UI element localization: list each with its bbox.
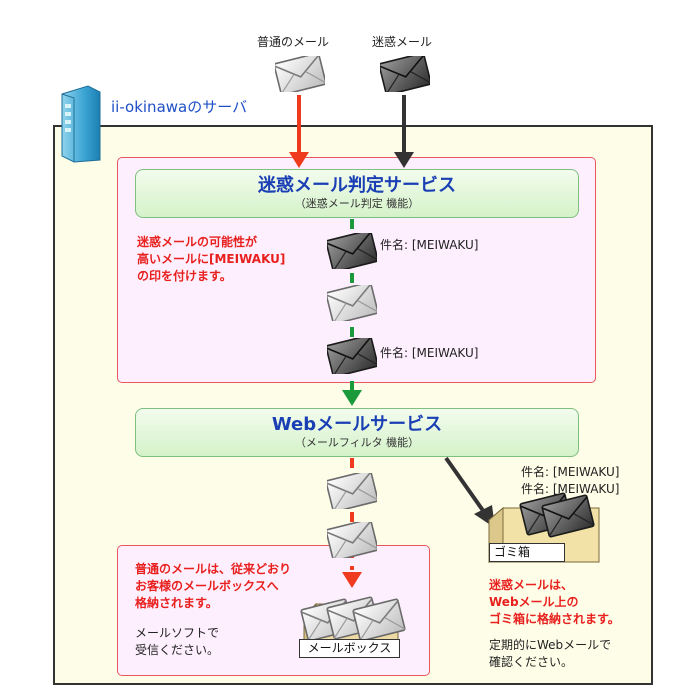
- mail-client-note: メールソフトで 受信ください。: [135, 625, 219, 659]
- plain-note-line: 確認ください。: [489, 655, 574, 669]
- trash-subject-tag: 件名: [MEIWAKU]: [521, 482, 620, 496]
- trash-note-line: 迷惑メールは、: [489, 578, 574, 592]
- server-title: ii-okinawaのサーバ: [111, 98, 248, 116]
- spam-mail-envelope-icon: [327, 233, 377, 269]
- spam-note-line: 高いメールに[MEIWAKU]: [137, 252, 286, 266]
- mailbox-label: メールボックス: [299, 639, 400, 658]
- trash-note-line: ゴミ箱に格納されます。: [489, 612, 620, 626]
- trash-note: 迷惑メールは、 Webメール上の ゴミ箱に格納されます。: [489, 577, 620, 628]
- spam-note-line: 迷惑メールの可能性が: [137, 235, 258, 249]
- spam-service-bar: 迷惑メール判定サービス （迷惑メール判定 機能）: [135, 169, 579, 218]
- subject-tag: 件名: [MEIWAKU]: [380, 238, 479, 252]
- trash-label: ゴミ箱: [489, 543, 565, 562]
- subject-tag: 件名: [MEIWAKU]: [380, 346, 479, 360]
- spam-mail-envelope-icon: [327, 338, 377, 374]
- web-service-subtitle: （メールフィルタ 機能）: [294, 436, 420, 449]
- webmail-check-note: 定期的にWebメールで 確認ください。: [489, 637, 611, 671]
- normal-note-line: 普通のメールは、従来どおり: [135, 562, 292, 576]
- trash-note-line: Webメール上の: [489, 595, 579, 609]
- normal-mail-label: 普通のメール: [257, 35, 330, 49]
- plain-note-line: 定期的にWebメールで: [489, 638, 612, 652]
- spam-marking-note: 迷惑メールの可能性が 高いメールに[MEIWAKU] の印を付けます。: [137, 234, 285, 285]
- normal-mail-envelope-icon: [327, 285, 377, 321]
- normal-note-line: お客様のメールボックスへ: [135, 579, 279, 593]
- spam-service-title: 迷惑メール判定サービス: [258, 175, 456, 196]
- normal-delivery-note: 普通のメールは、従来どおり お客様のメールボックスへ 格納されます。: [135, 561, 291, 612]
- plain-note-line: 受信ください。: [135, 643, 220, 657]
- trash-subject-tag: 件名: [MEIWAKU]: [521, 465, 620, 479]
- web-service-bar: Webメールサービス （メールフィルタ 機能）: [135, 408, 579, 457]
- spam-note-line: の印を付けます。: [137, 269, 232, 283]
- web-service-title: Webメールサービス: [271, 414, 443, 435]
- spam-service-subtitle: （迷惑メール判定 機能）: [294, 197, 420, 210]
- normal-note-line: 格納されます。: [135, 596, 218, 610]
- normal-mail-envelope-icon: [327, 473, 377, 509]
- normal-mail-envelope-icon: [327, 522, 377, 558]
- spam-mail-label: 迷惑メール: [372, 35, 433, 49]
- plain-note-line: メールソフトで: [135, 626, 220, 640]
- server-icon: [61, 85, 101, 163]
